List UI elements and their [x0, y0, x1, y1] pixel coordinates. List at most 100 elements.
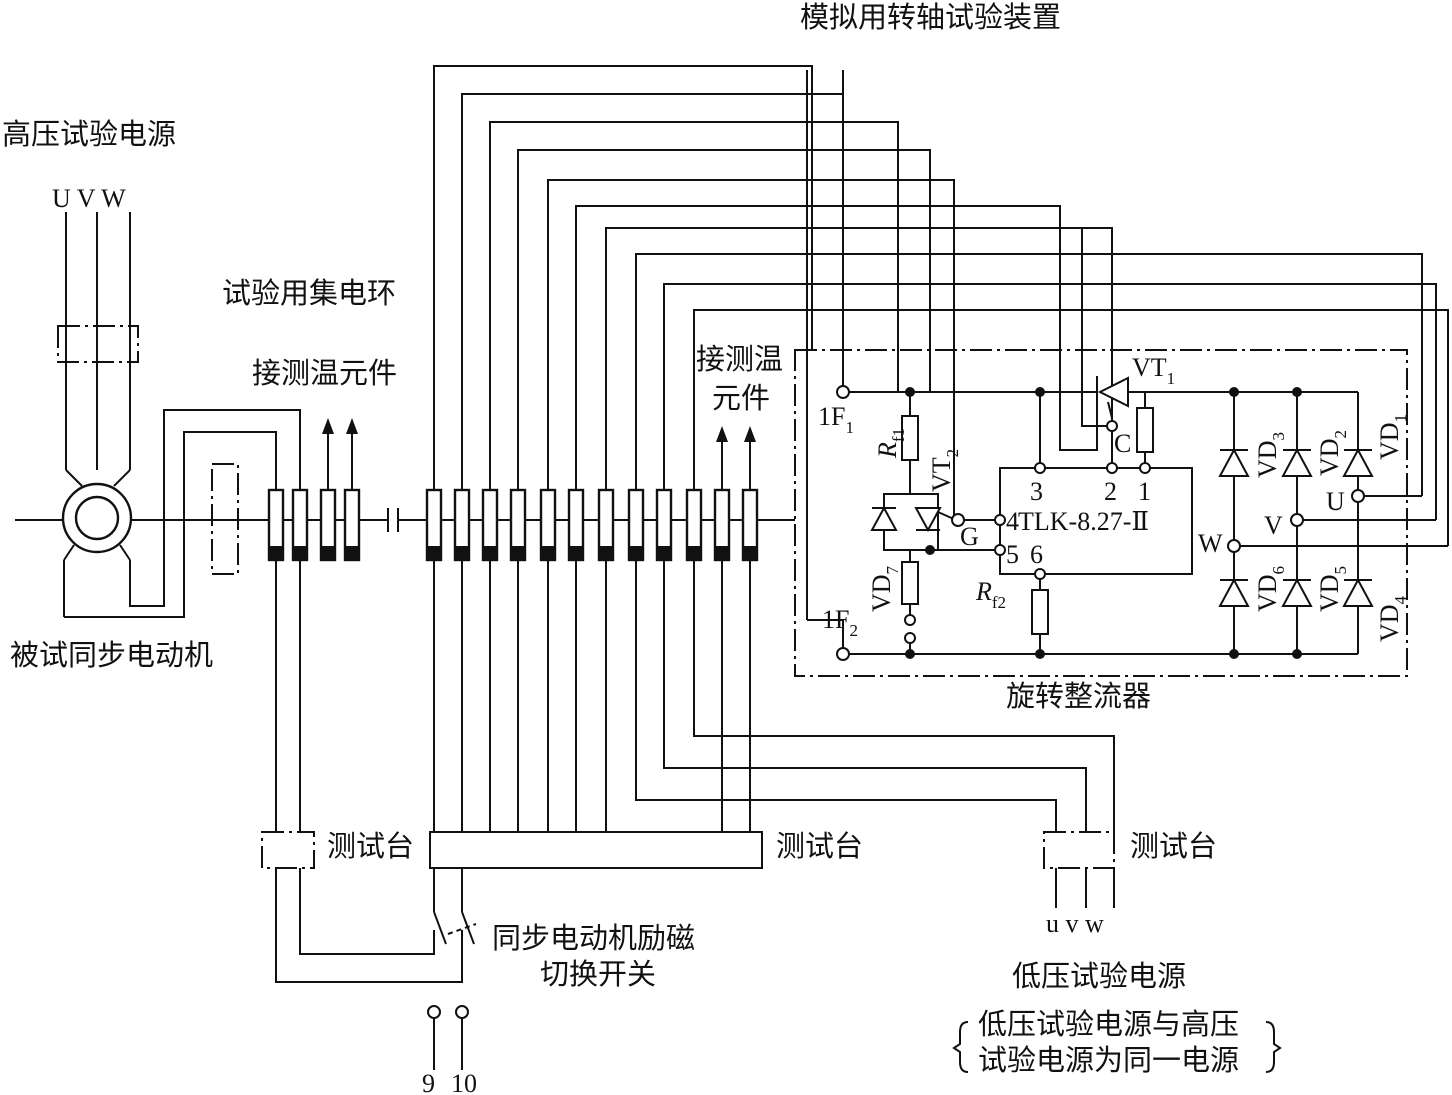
f1-label: 1F1: [818, 402, 854, 437]
ac-v-label: V: [1264, 511, 1283, 540]
lv-source-label: 低压试验电源: [1012, 959, 1186, 993]
resistor-rf2: [901, 561, 919, 605]
note-bracket-left: [952, 1021, 969, 1073]
terminal-1f2: [836, 647, 850, 661]
gate-label: G: [960, 522, 979, 551]
vd7-label: VD7: [867, 565, 902, 612]
note-bracket-right: [1265, 1021, 1282, 1073]
slip-ring-7: [481, 488, 499, 562]
diode-vd2-icon: [1281, 447, 1313, 477]
slip-ring-4: [343, 488, 361, 562]
excitation-switch-label-line1: 同步电动机励磁: [492, 921, 695, 955]
bus-line-vt1-anode: [1059, 206, 1098, 451]
vd6-label: VD6: [1253, 566, 1288, 612]
cathode-label: C: [1114, 429, 1131, 458]
excitation-switch: [433, 868, 477, 982]
shaft-break-symbol: [387, 508, 399, 532]
motor-field-leads: [64, 409, 301, 618]
diode-vd1-icon: [1342, 447, 1374, 477]
module-pin-6: 6: [1030, 540, 1043, 569]
thyristor-vt1-icon: [1096, 376, 1129, 419]
synchronous-motor-symbol: [61, 482, 133, 617]
terminal-1f1: [836, 385, 850, 399]
motor-label: 被试同步电动机: [10, 638, 213, 672]
slip-ring-13: [655, 488, 673, 562]
rectifier-terminals: [836, 385, 1365, 661]
diode-vd3-icon: [1218, 447, 1250, 477]
resistor-vt1: [1136, 407, 1154, 453]
slip-ring-14: [685, 488, 703, 562]
resistor-rf1: [901, 415, 919, 461]
slip-ring-6: [453, 488, 471, 562]
vd3-label: VD3: [1253, 432, 1288, 478]
f2-label: 1F2: [822, 605, 858, 640]
diode-vd5-icon: [1281, 577, 1313, 607]
test-bench-3: [1043, 831, 1115, 908]
vd5-label: VD5: [1315, 566, 1350, 612]
slip-ring-3: [319, 488, 337, 562]
slip-ring-11: [597, 488, 615, 562]
temp-sensor-right-label-line1: 接测温: [696, 342, 783, 376]
vd2-label: VD2: [1315, 430, 1350, 476]
slip-ring-12: [627, 488, 645, 562]
test-bench-1: [261, 560, 463, 983]
hv-source-label: 高压试验电源: [2, 117, 176, 151]
lv-line-3: [693, 560, 1115, 832]
hv-uvw-label: U V W: [52, 184, 126, 213]
vd4-label: VD4: [1375, 595, 1410, 642]
module-pin-3: 3: [1030, 477, 1043, 506]
resistor-module: [1031, 589, 1049, 635]
slip-ring-8: [509, 488, 527, 562]
bus-line-10: [693, 309, 1449, 546]
slip-ring-1: [267, 488, 285, 562]
lv-line-2: [663, 560, 1087, 832]
module-pin-4: 4: [1006, 507, 1019, 536]
coupling-symbol: [211, 463, 239, 575]
bus-line-9: [663, 283, 1437, 520]
slip-ring-group: [267, 488, 759, 562]
slip-ring-5: [425, 488, 443, 562]
note-line-2: 试验电源为同一电源: [978, 1043, 1239, 1077]
terminal-10-label: 10: [451, 1069, 477, 1095]
rectifier-components: [870, 376, 1374, 635]
vd1-label: VD1: [1375, 414, 1410, 460]
test-bench-2-label: 测试台: [776, 829, 863, 863]
vt1-label: VT1: [1132, 353, 1175, 388]
hv-source-feed: [57, 212, 139, 487]
ac-u-label: U: [1326, 487, 1345, 516]
bus-line-cathode: [1081, 228, 1112, 427]
bus-line-3: [489, 121, 899, 490]
diode-vd6-icon: [1218, 577, 1250, 607]
slip-ring-15: [713, 488, 731, 562]
test-bench-2: [429, 831, 763, 869]
bus-line-7: [605, 227, 1113, 490]
slip-ring-label: 试验用集电环: [222, 276, 396, 310]
bus-line-8: [635, 253, 1423, 496]
slip-ring-10: [567, 488, 585, 562]
rotating-rectifier-label: 旋转整流器: [1006, 679, 1151, 713]
terminal-9-10: [427, 1005, 469, 1070]
slip-ring-9: [539, 488, 557, 562]
rf2-label: Rf2: [975, 577, 1006, 612]
temp-sensor-arrows: [322, 418, 756, 490]
lv-uvw-label: u v w: [1046, 909, 1104, 938]
module-pin-5: 5: [1006, 540, 1019, 569]
test-bench-1-label: 测试台: [327, 829, 414, 863]
vt2-label: VT2: [927, 449, 962, 492]
diode-vd4-icon: [1342, 577, 1374, 607]
note-line-1: 低压试验电源与高压: [978, 1007, 1239, 1041]
thyristor-vt2-icon: [914, 507, 942, 533]
module-pin-1: 1: [1138, 477, 1151, 506]
rf1-label: Rf1: [873, 428, 908, 459]
bus-line-4: [517, 149, 931, 490]
excitation-switch-label-line2: 切换开关: [540, 957, 656, 991]
rotating-rectifier-boundary: [794, 349, 1408, 677]
diode-vd7-icon: [870, 505, 898, 531]
terminal-9-label: 9: [422, 1069, 435, 1095]
test-bench-3-label: 测试台: [1130, 829, 1217, 863]
temp-sensor-left-label: 接测温元件: [252, 356, 397, 390]
bus-line-1: [433, 65, 813, 490]
temp-sensor-right-label-line2: 元件: [712, 381, 770, 415]
module-label: TLK-8.27-Ⅱ: [1018, 507, 1149, 536]
